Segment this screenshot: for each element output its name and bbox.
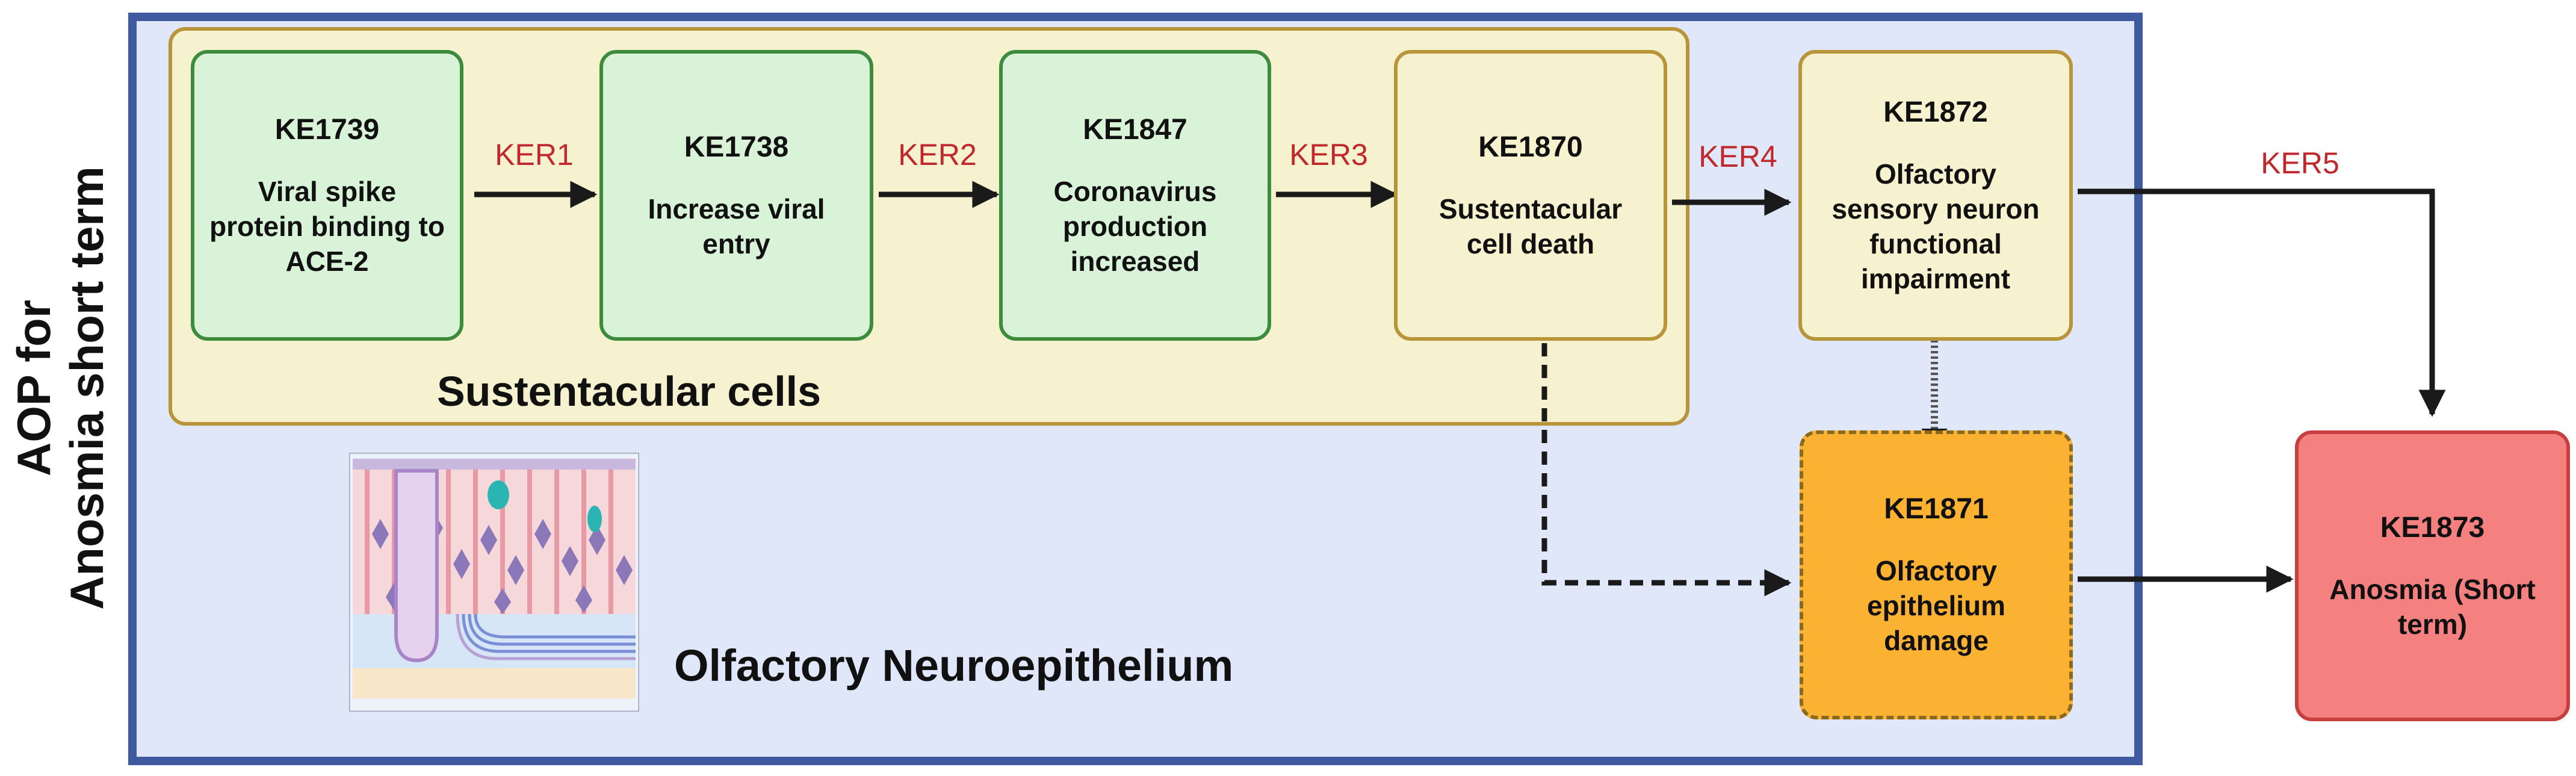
ke1738-box: KE1738 Increase viral entry: [599, 50, 873, 341]
ke1871-box: KE1871 Olfactory epithelium damage: [1800, 430, 2073, 719]
ke1870-box: KE1870 Sustentacular cell death: [1394, 50, 1667, 341]
ke1739-box: KE1739 Viral spike protein binding to AC…: [191, 50, 463, 341]
ke1873-box: KE1873 Anosmia (Short term): [2295, 430, 2570, 721]
sustentacular-cells-label: Sustentacular cells: [436, 368, 822, 415]
ke1847-description: Coronavirus production increased: [1053, 175, 1217, 277]
ke1738-id: KE1738: [684, 131, 789, 163]
ke1847-id: KE1847: [1083, 113, 1187, 146]
ke1872-id: KE1872: [1883, 96, 1988, 128]
ke1871-id: KE1871: [1884, 493, 1989, 525]
ke1872-box: KE1872 Olfactory sensory neuron function…: [1798, 50, 2073, 341]
ke1872-description: Olfactory sensory neuron functional impa…: [1831, 158, 2040, 294]
ke1739-description: Viral spike protein binding to ACE-2: [209, 175, 445, 277]
ke1870-id: KE1870: [1478, 131, 1583, 163]
ke1873-id: KE1873: [2380, 511, 2485, 544]
ke1871-description: Olfactory epithelium damage: [1866, 555, 2006, 656]
ker1-label: KER1: [495, 138, 574, 172]
ker3-label: KER3: [1289, 138, 1368, 172]
ke1873-description: Anosmia (Short term): [2329, 573, 2536, 640]
neuroepithelium-illustration: [349, 453, 639, 712]
ker2-label: KER2: [898, 138, 977, 172]
ker5-arrow: [2078, 188, 2446, 417]
ke1738-description: Increase viral entry: [648, 193, 825, 259]
olfactory-neuroepithelium-label: Olfactory Neuroepithelium: [674, 640, 1234, 691]
ke1739-id: KE1739: [274, 113, 380, 146]
ke1870-description: Sustentacular cell death: [1438, 193, 1623, 259]
ke1847-box: KE1847 Coronavirus production increased: [999, 50, 1271, 341]
ker5-label: KER5: [2261, 146, 2339, 180]
ker4-label: KER4: [1698, 140, 1777, 173]
ke1870-to-ke1871-dashed-arrow: [1541, 343, 1792, 597]
